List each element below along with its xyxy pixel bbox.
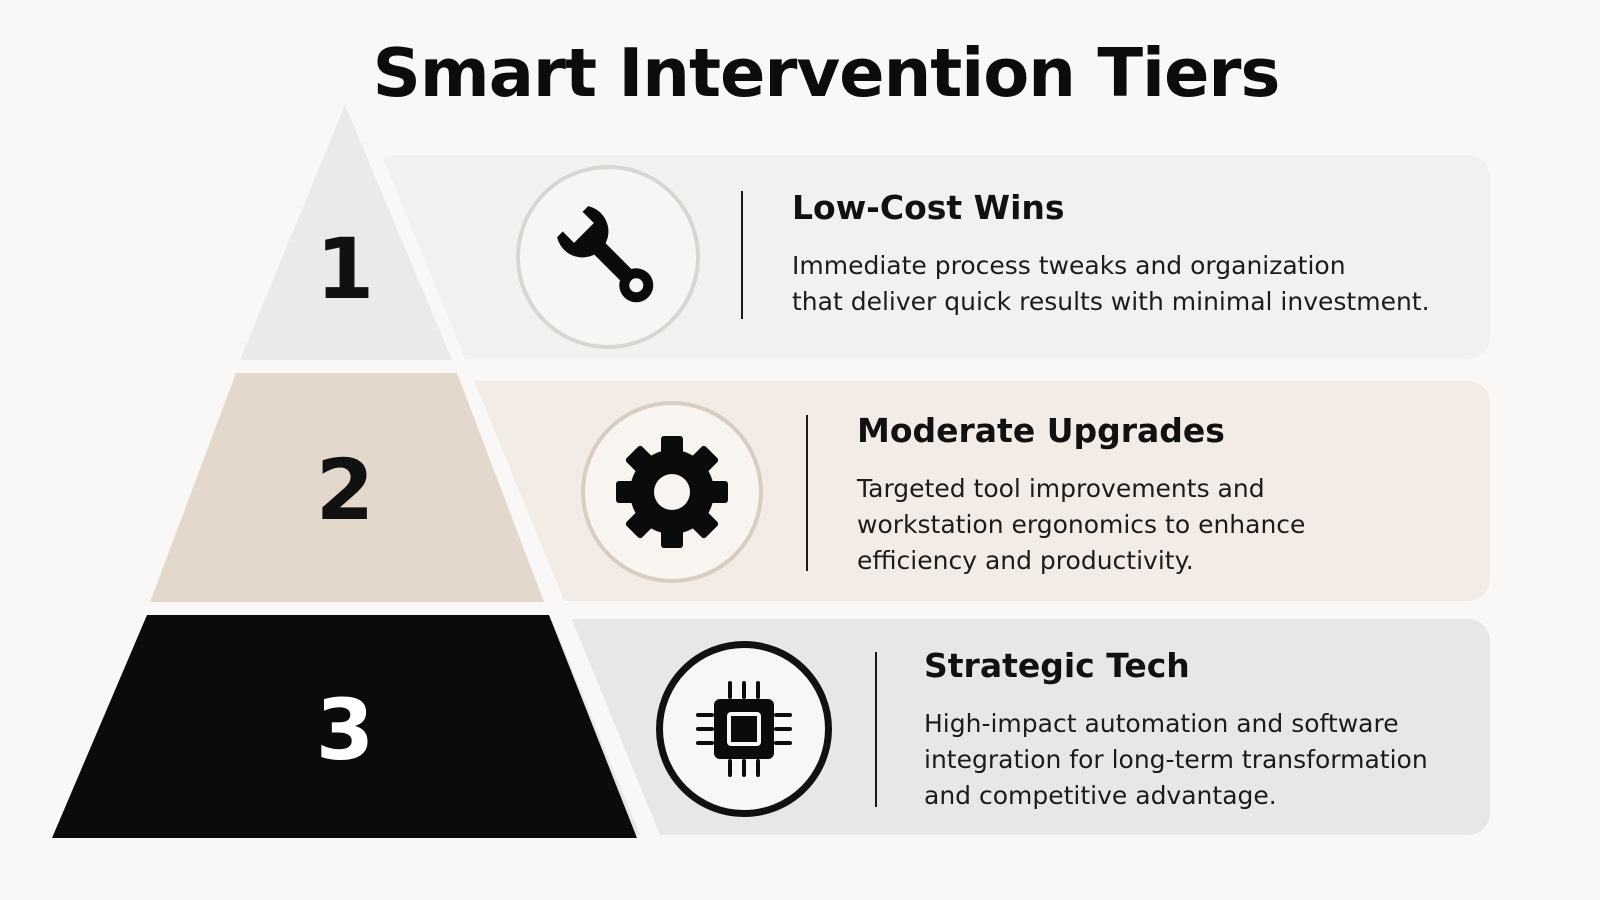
tier-1-icon-badge xyxy=(516,165,700,349)
page-title: Smart Intervention Tiers xyxy=(372,34,1281,112)
pyramid-tier-1 xyxy=(240,105,452,360)
tier-3-divider xyxy=(875,652,877,807)
tier-1-text: Low-Cost Wins Immediate process tweaks a… xyxy=(792,188,1452,320)
pyramid-tier-3 xyxy=(52,615,637,838)
wrench-icon xyxy=(557,206,654,303)
gear-icon xyxy=(616,436,728,548)
pyramid-tier-2 xyxy=(150,373,544,602)
tier-2-divider xyxy=(806,415,808,571)
tier-2-heading: Moderate Upgrades xyxy=(857,411,1225,450)
tier-2-text: Moderate Upgrades Targeted tool improvem… xyxy=(857,411,1457,579)
tier-2-number: 2 xyxy=(315,441,375,539)
tier-3-description: High-impact automation and software inte… xyxy=(924,708,1428,810)
tier-3-icon-badge xyxy=(656,641,832,817)
tier-1-number: 1 xyxy=(315,220,375,318)
tier-3-text: Strategic Tech High-impact automation an… xyxy=(924,646,1484,814)
tier-3-heading: Strategic Tech xyxy=(924,646,1190,685)
microchip-icon xyxy=(696,681,792,777)
tier-1-heading: Low-Cost Wins xyxy=(792,188,1065,227)
tier-1-divider xyxy=(741,191,743,319)
tier-2-icon-badge xyxy=(581,401,763,583)
tier-1-description: Immediate process tweaks and organizatio… xyxy=(792,250,1430,316)
tier-2-description: Targeted tool improvements and workstati… xyxy=(857,473,1306,575)
tier-3-number: 3 xyxy=(315,681,375,779)
